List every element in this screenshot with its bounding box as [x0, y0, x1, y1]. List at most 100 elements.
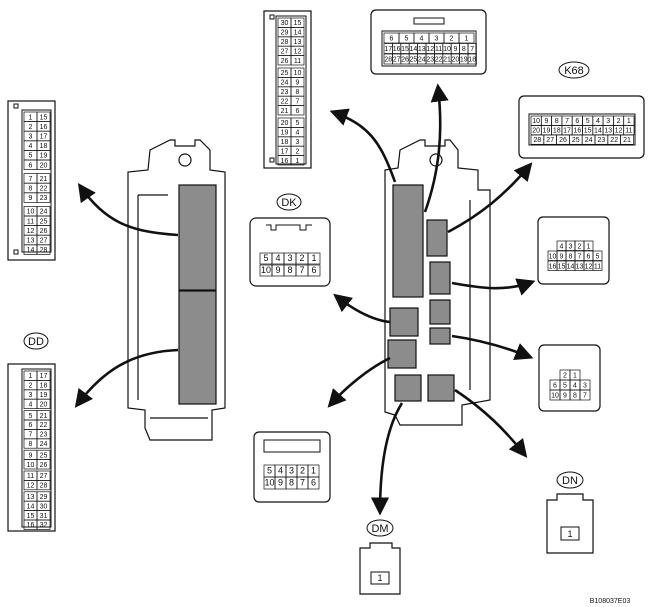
left-top-pin-5: 5 — [29, 153, 33, 160]
dk-pin-2: 2 — [299, 253, 304, 263]
mid-right-pin-6: 6 — [587, 253, 591, 260]
label-dk: DK — [281, 197, 297, 209]
arrow-to-dn — [454, 388, 528, 458]
small-right-pin-5: 5 — [563, 383, 567, 390]
top-center-pin-1: 1 — [296, 158, 300, 165]
top-center-pin-12: 12 — [294, 48, 302, 55]
top-right-pin-25: 25 — [410, 57, 418, 64]
dd-pin-6: 6 — [29, 422, 33, 429]
dd-pin-20-cell — [36, 398, 51, 409]
right-housing-slot-g — [394, 374, 422, 402]
arrow-to-left-top — [77, 183, 179, 237]
top-right-pin-7: 7 — [470, 46, 474, 53]
small-right-pin-9: 9 — [563, 393, 567, 400]
arrow-to-k68 — [447, 162, 533, 234]
top-right-pin-17: 17 — [384, 46, 392, 53]
small-right-pin-10: 10 — [551, 393, 559, 400]
bottom-center-pin-6: 6 — [311, 478, 316, 488]
top-center-pin-10: 10 — [294, 70, 302, 77]
bottom-center-pin-2: 2 — [300, 466, 305, 476]
k68-pin-3: 3 — [606, 118, 610, 125]
right-housing-main-block — [392, 184, 424, 298]
label-dn-ring — [556, 471, 584, 489]
top-right-pin-8: 8 — [462, 46, 466, 53]
dd-pin-28: 28 — [40, 483, 48, 490]
k68-pin-7: 7 — [565, 118, 569, 125]
mid-right-pin-11: 11 — [594, 263, 601, 270]
top-right-pin-7-cell — [467, 43, 477, 54]
k68-pin-24: 24 — [585, 137, 593, 144]
dk-pin-8: 8 — [287, 265, 292, 275]
top-right-pin-9: 9 — [453, 46, 457, 53]
left-top-pin-17: 17 — [40, 134, 48, 141]
k68-pin-9: 9 — [544, 118, 548, 125]
k68-pin-11: 11 — [625, 128, 632, 135]
top-center-pin-27: 27 — [281, 48, 289, 55]
mid-right-pin-15: 15 — [558, 263, 566, 270]
k68-pin-18: 18 — [553, 128, 561, 135]
left-top-pin-26: 26 — [40, 228, 48, 235]
top-center-pin-17: 17 — [281, 148, 289, 155]
top-right-pin-26: 26 — [401, 57, 409, 64]
dd-pin-19: 19 — [40, 392, 48, 399]
arrow-to-dd — [74, 348, 179, 408]
top-right-pin-15: 15 — [401, 46, 409, 53]
bottom-center-pin-4: 4 — [278, 466, 283, 476]
top-center-pin-9: 9 — [296, 80, 300, 87]
dk-pin-9: 9 — [275, 265, 280, 275]
right-housing-slot-d — [429, 327, 451, 345]
right-housing-slot-c — [429, 299, 451, 325]
left-top-pin-1: 1 — [29, 114, 33, 121]
small-right-pin-2: 2 — [563, 373, 567, 380]
dd-pin-30: 30 — [40, 503, 48, 510]
top-right-pin-16: 16 — [393, 46, 401, 53]
bottom-center-pin-5: 5 — [267, 466, 272, 476]
mid-right-pin-5: 5 — [596, 253, 600, 260]
mid-right-pin-9: 9 — [560, 253, 564, 260]
top-center-pin-29: 29 — [281, 30, 289, 37]
dd-pin-21: 21 — [40, 413, 48, 420]
label-dm: DM — [371, 523, 388, 535]
mid-right-pin-2: 2 — [578, 243, 582, 250]
k68-pin-1: 1 — [627, 118, 631, 125]
left-top-pin-14: 14 — [27, 247, 35, 254]
dd-pin-28-cell — [36, 480, 51, 491]
dd-pin-26: 26 — [40, 462, 48, 469]
left-top-pin-22: 22 — [40, 186, 48, 193]
k68-pin-10: 10 — [532, 118, 540, 125]
left-top-pin-28-cell — [36, 244, 51, 255]
left-top-pin-11: 11 — [27, 218, 34, 225]
top-center-pin-11-cell — [290, 55, 305, 66]
left-housing-upper-block — [178, 184, 217, 291]
small-right-pin-4: 4 — [573, 383, 577, 390]
arrow-to-small-right — [451, 334, 534, 361]
dd-pin-15: 15 — [27, 513, 35, 520]
top-right-pin-18: 18 — [468, 57, 476, 64]
dk-pin-6-cell — [307, 264, 321, 277]
dn-pin: 1 — [567, 529, 572, 539]
dd-pin-32: 32 — [40, 522, 48, 529]
k68-pin-17: 17 — [563, 128, 571, 135]
top-center-pin-26: 26 — [281, 58, 289, 65]
top-right-pin-1-cell — [458, 32, 475, 44]
top-center-pin-22: 22 — [281, 98, 289, 105]
right-housing-slot-h — [427, 374, 455, 402]
k68-pin-20: 20 — [532, 128, 540, 135]
right-housing-slot-e — [389, 307, 419, 337]
small-right-pin-1: 1 — [573, 373, 577, 380]
mid-right-pin-4: 4 — [560, 243, 564, 250]
dd-pin-16: 16 — [27, 522, 35, 529]
dd-pin-26-cell — [36, 459, 51, 470]
label-dn: DN — [562, 475, 578, 487]
bottom-center-pin-7: 7 — [300, 478, 305, 488]
dk-pin-1-cell — [307, 252, 321, 265]
top-center-pin-6-cell — [290, 105, 305, 116]
k68-pin-12: 12 — [615, 128, 623, 135]
right-housing-slot-a — [426, 219, 448, 257]
top-right-pin-18-cell — [467, 53, 477, 65]
